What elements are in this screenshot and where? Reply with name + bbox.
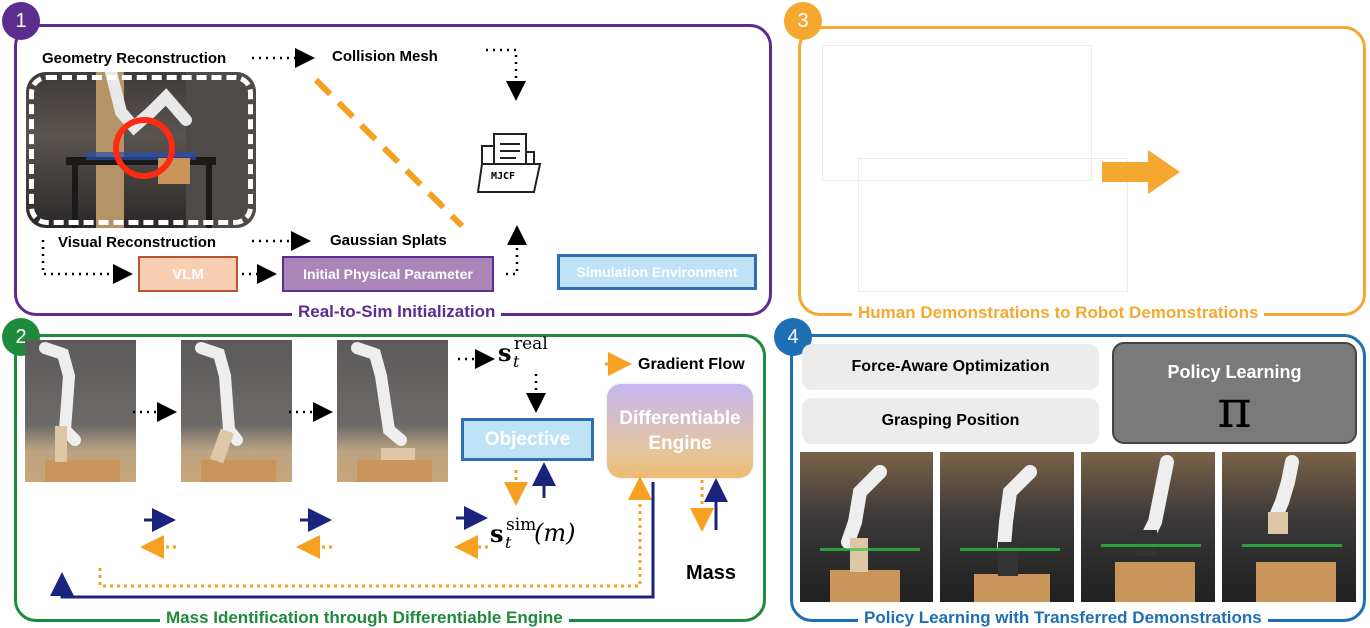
sim-frame-1: [25, 340, 136, 482]
robot-scene-drawing: [66, 72, 256, 228]
s-real-sup: real: [514, 334, 548, 354]
panel-2-title: Mass Identification through Differentiab…: [160, 608, 569, 628]
force-aware-optimization-box: Force-Aware Optimization: [802, 344, 1099, 390]
robot-scene-photo: [26, 72, 256, 228]
collision-mesh-label: Collision Mesh: [332, 48, 438, 65]
robot-demo-photo-4: [1222, 452, 1356, 602]
mjcf-file-icon: [476, 133, 542, 193]
grasping-position-box: Grasping Position: [802, 398, 1099, 444]
robot-demo-photo-3: [1081, 452, 1215, 602]
panel-1-title: Real-to-Sim Initialization: [292, 302, 502, 322]
human-demo-frame: [822, 45, 1092, 181]
policy-learning-box: Policy Learning π: [1112, 342, 1357, 444]
mass-label: Mass: [686, 562, 737, 584]
s-sim-sub: t: [505, 533, 512, 552]
gaussian-splats-label: Gaussian Splats: [330, 232, 447, 249]
s-real-sub: t: [513, 352, 520, 371]
vlm-box: VLM: [138, 256, 238, 292]
differentiable-engine-label: Differentiable Engine: [619, 408, 741, 454]
robot-demo-photo-2: [940, 452, 1074, 602]
robot-demo-frame: [858, 158, 1128, 292]
initial-physical-parameter-box: Initial Physical Parameter: [282, 256, 494, 292]
sim-frame-2: [181, 340, 292, 482]
gradient-flow-label: Gradient Flow: [638, 356, 745, 373]
policy-learning-label: Policy Learning: [1167, 362, 1302, 382]
simulation-environment-box: Simulation Environment: [557, 254, 757, 290]
transfer-arrow-icon: [1102, 150, 1180, 194]
s-sim-sup: sim: [506, 515, 537, 535]
differentiable-engine-box: Differentiable Engine: [607, 384, 753, 478]
s-sim-base: s: [490, 519, 504, 548]
objective-box: Objective: [461, 418, 594, 461]
pi-symbol: π: [1217, 380, 1252, 440]
panel-4-title: Policy Learning with Transferred Demonst…: [858, 608, 1268, 628]
geometry-reconstruction-label: Geometry Reconstruction: [42, 50, 227, 67]
visual-reconstruction-label: Visual Reconstruction: [58, 234, 217, 251]
s-sim-arg: (m): [534, 519, 576, 547]
robot-demo-photo-1: [800, 452, 933, 602]
s-real-base: s: [498, 338, 512, 367]
panel-3-badge: 3: [784, 2, 822, 40]
sim-frame-3: [337, 340, 448, 482]
panel-1-badge: 1: [2, 2, 40, 40]
mjcf-label: MJCF: [491, 171, 516, 182]
panel-3-title: Human Demonstrations to Robot Demonstrat…: [852, 303, 1265, 323]
